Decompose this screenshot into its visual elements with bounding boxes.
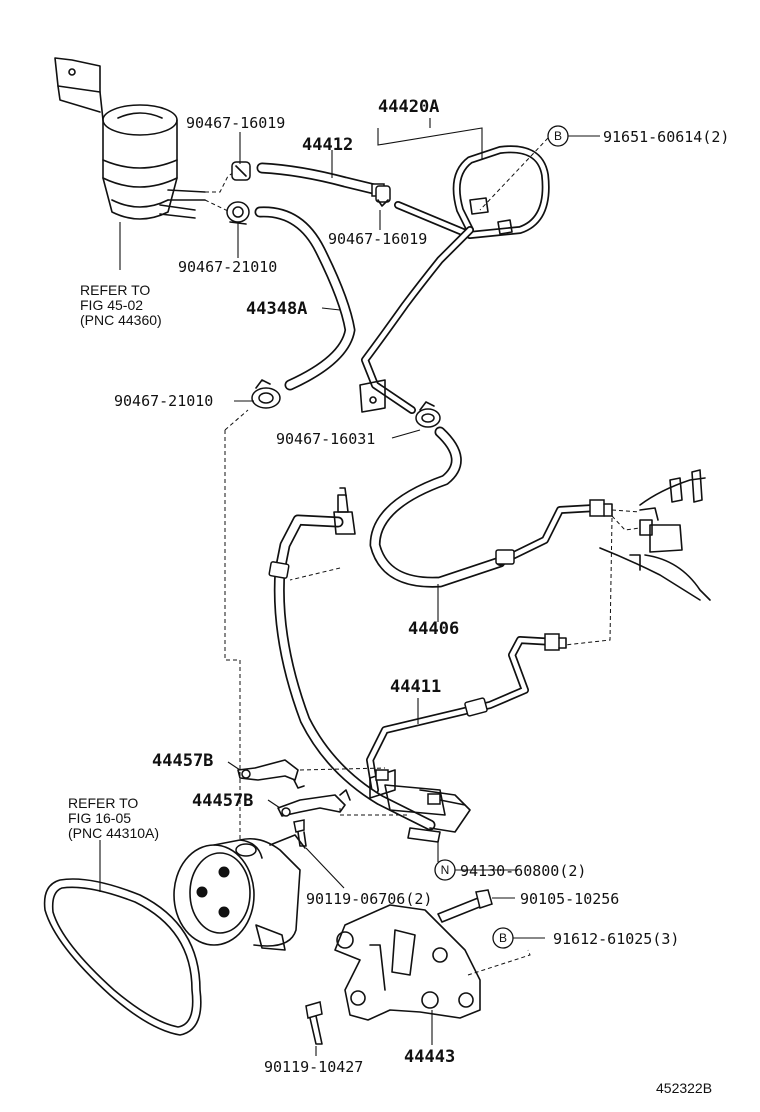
label-44443: 44443 [404,1047,455,1067]
marker-b-91612: B [492,927,514,949]
leader-lines [227,118,600,1056]
label-90105-10256: 90105-10256 [520,890,619,908]
marker-b-91651: B [547,125,569,147]
clamp-90467-21010-lower [251,379,281,409]
label-44348A: 44348A [246,299,307,319]
power-steering-pump [173,834,306,951]
label-91612-61025: 91612-61025(3) [553,930,679,948]
label-91651-60614: 91651-60614(2) [603,128,729,146]
label-44412: 44412 [302,135,353,155]
bracket-44457B-upper [237,759,305,789]
hose-44348A [254,206,356,391]
marker-n-94130: N [434,859,456,881]
clamp-90467-16019-upper [231,161,251,181]
svg-text:B: B [499,931,507,945]
label-90467-16019-upper: 90467-16019 [186,114,285,132]
hose-44406 [369,426,613,588]
label-44411: 44411 [390,677,441,697]
label-90467-21010-upper: 90467-21010 [178,258,277,276]
svg-text:B: B [554,129,562,143]
refer-note-pump-line2: FIG 16-05 [68,810,131,826]
bolt-90105-10256 [437,889,493,923]
hose-44412 [256,162,385,197]
reservoir-tank [54,57,206,270]
svg-text:N: N [441,863,450,877]
label-90119-10427: 90119-10427 [264,1058,363,1076]
bracket-44457B-lower [277,789,351,817]
pressure-tube-44411 [366,633,567,794]
label-44457B-upper: 44457B [152,751,213,771]
label-44406: 44406 [408,619,459,639]
label-90467-16031: 90467-16031 [276,430,375,448]
bolt-90119-10427 [305,1001,323,1045]
clamp-90467-16019-middle [375,185,391,207]
label-90467-16019-middle: 90467-16019 [328,230,427,248]
label-94130-60800: 94130-60800(2) [460,862,586,880]
refer-note-line1: REFER TO [80,282,150,298]
refer-note-pump: REFER TO FIG 16-05 (PNC 44310A) [68,795,159,841]
clamp-90467-21010-upper [226,201,250,225]
refer-note-pump-line1: REFER TO [68,795,138,811]
pump-bracket-44443 [334,904,481,1021]
label-44420A: 44420A [378,97,439,117]
pressure-hose-long [268,487,436,831]
refer-note-line2: FIG 45-02 [80,297,143,313]
refer-note-pump-line3: (PNC 44310A) [68,825,159,841]
label-44457B-lower: 44457B [192,791,253,811]
label-90467-21010-lower: 90467-21010 [114,392,213,410]
return-tube-44420A [359,145,550,414]
drive-belt [43,878,202,1036]
tee-fitting-block [369,769,471,843]
label-90119-06706: 90119-06706(2) [306,890,432,908]
clamp-90467-16031 [415,401,441,428]
steering-gear-housing [599,469,711,601]
refer-note-line3: (PNC 44360) [80,312,162,328]
figure-code: 452322B [656,1080,712,1096]
refer-note-reservoir: REFER TO FIG 45-02 (PNC 44360) [80,282,162,328]
